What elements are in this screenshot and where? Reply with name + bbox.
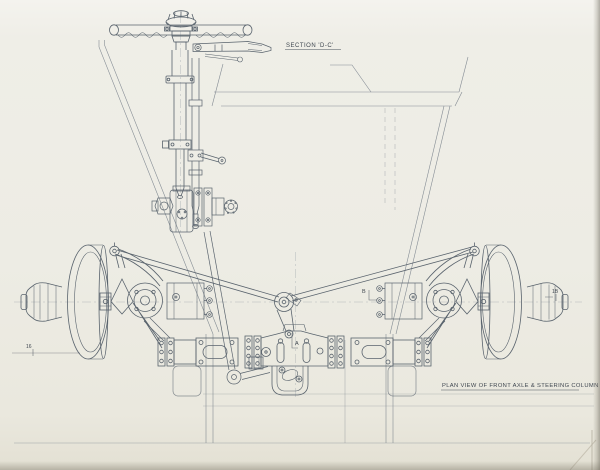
right-kingpin bbox=[455, 253, 490, 315]
steering-gearbox bbox=[151, 185, 238, 233]
photo-right-edge-shadow bbox=[593, 0, 600, 470]
tie-rod-right bbox=[290, 246, 474, 302]
hand-lever bbox=[192, 41, 272, 63]
chassis-frame bbox=[14, 40, 594, 444]
left-hub-cap bbox=[20, 282, 63, 322]
left-backplate bbox=[127, 282, 163, 319]
centre-bellcrank bbox=[274, 292, 302, 339]
section-markers bbox=[12, 290, 557, 356]
marker-a: A bbox=[295, 341, 299, 347]
paper-artifacts bbox=[569, 430, 597, 470]
section-label-text: SECTION 'D-C' bbox=[286, 43, 334, 49]
axle-beam bbox=[132, 302, 457, 369]
left-steering-arm bbox=[109, 242, 164, 287]
steering-column bbox=[162, 50, 195, 199]
tie-rod-left bbox=[115, 249, 280, 303]
centre-bracket bbox=[271, 366, 309, 396]
marker-right-datum: 1B bbox=[552, 289, 559, 295]
photo-bottom-edge-shadow bbox=[0, 461, 600, 470]
drawing-title-text: PLAN VIEW OF FRONT AXLE & STEERING COLUM… bbox=[442, 383, 599, 389]
marker-b: B bbox=[362, 289, 366, 295]
right-hub-cap bbox=[526, 282, 569, 322]
centerlines bbox=[14, 14, 582, 398]
steering-tiller bbox=[109, 10, 253, 50]
section-label: SECTION 'D-C' bbox=[285, 43, 341, 50]
right-steering-arm bbox=[425, 242, 480, 287]
drag-link bbox=[203, 230, 271, 385]
left-spring-seat bbox=[143, 282, 213, 397]
tiller-hub bbox=[164, 10, 198, 50]
control-tube bbox=[187, 58, 226, 229]
drawing-title: PLAN VIEW OF FRONT AXLE & STEERING COLUM… bbox=[441, 383, 599, 391]
right-spring-seat bbox=[376, 282, 446, 397]
control-tube-lever bbox=[200, 152, 226, 165]
marker-left-datum: 16 bbox=[26, 344, 32, 350]
right-backplate bbox=[426, 282, 462, 319]
